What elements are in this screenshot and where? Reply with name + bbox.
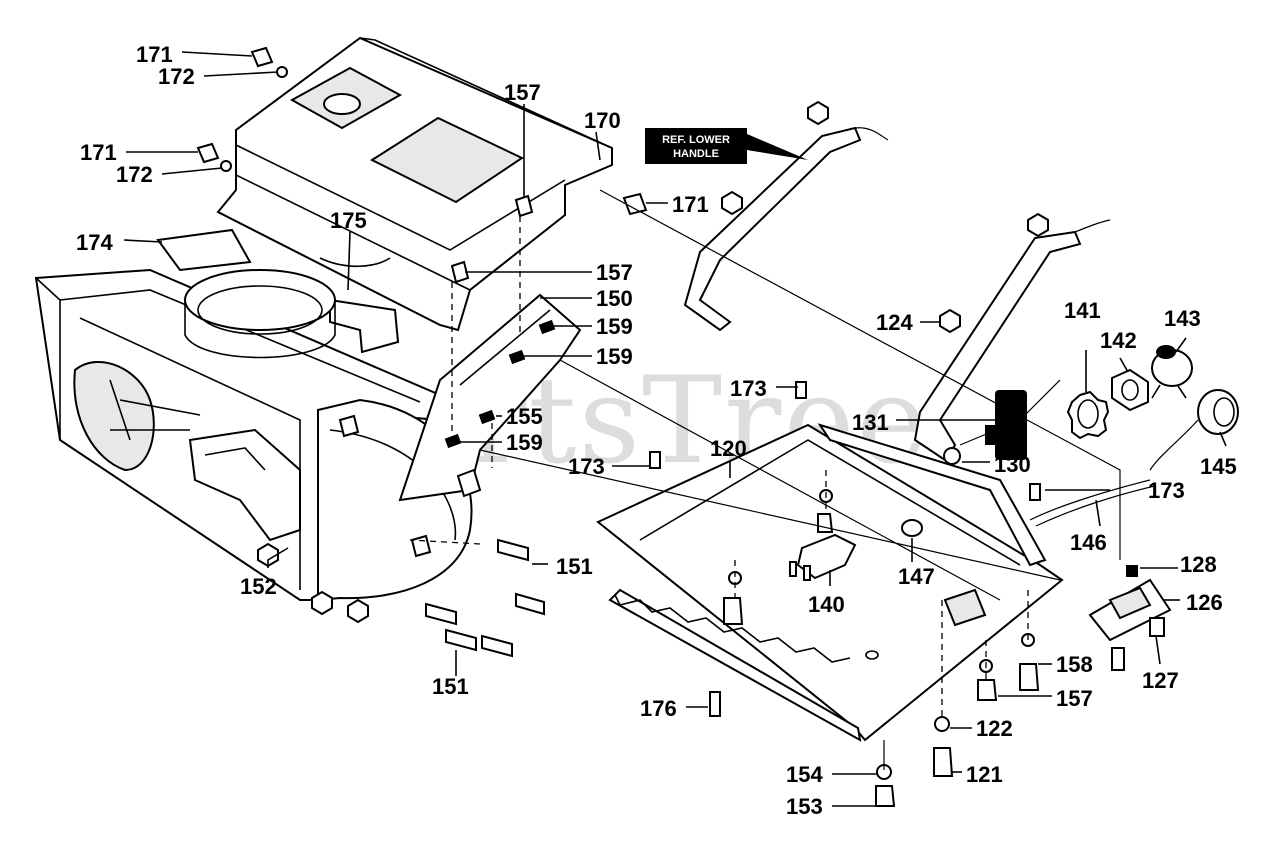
- callout-leader-lines: [123, 51, 1227, 807]
- auger-housing-drawing: [34, 268, 473, 602]
- part-label-151: 151: [556, 554, 593, 579]
- primer-button-drawing: [1149, 389, 1239, 471]
- ignition-key-drawing: [1151, 345, 1193, 399]
- assembly-guide-lines: [409, 189, 1121, 770]
- reference-note-line1: REF. LOWER: [662, 134, 730, 146]
- part-label-154: 154: [786, 762, 823, 787]
- reference-note-box: REF. LOWER HANDLE: [645, 128, 808, 164]
- part-number-labels: 171 172 171 172 171 170 157 175 174 157 …: [76, 42, 1237, 819]
- part-label-141: 141: [1064, 298, 1101, 323]
- part-label-173: 173: [568, 454, 605, 479]
- part-label-171: 171: [136, 42, 173, 67]
- part-label-159: 159: [506, 430, 543, 455]
- part-label-172: 172: [116, 162, 153, 187]
- cable-drawing: [1029, 479, 1156, 527]
- part-label-173: 173: [1148, 478, 1185, 503]
- part-label-173: 173: [730, 376, 767, 401]
- part-label-128: 128: [1180, 552, 1217, 577]
- part-label-157: 157: [504, 80, 541, 105]
- lockwasher-drawing: [1066, 390, 1110, 440]
- switch-assembly-drawing: [789, 533, 857, 581]
- part-label-152: 152: [240, 574, 277, 599]
- part-label-170: 170: [584, 108, 621, 133]
- part-label-151: 151: [432, 674, 469, 699]
- part-label-142: 142: [1100, 328, 1137, 353]
- part-label-130: 130: [994, 452, 1031, 477]
- part-label-175: 175: [330, 208, 367, 233]
- part-label-155: 155: [506, 404, 543, 429]
- chute-deflector-drawing: [156, 228, 400, 354]
- part-label-127: 127: [1142, 668, 1179, 693]
- fasteners-drawing: [196, 46, 1165, 807]
- part-label-159: 159: [596, 344, 633, 369]
- part-label-126: 126: [1186, 590, 1223, 615]
- part-label-158: 158: [1056, 652, 1093, 677]
- part-label-176: 176: [640, 696, 677, 721]
- part-label-174: 174: [76, 230, 113, 255]
- switch-bracket-drawing: [1088, 565, 1172, 642]
- part-label-131: 131: [852, 410, 889, 435]
- part-label-122: 122: [976, 716, 1013, 741]
- part-label-140: 140: [808, 592, 845, 617]
- housing-cover-drawing: [216, 36, 613, 332]
- nut-drawing: [1111, 368, 1149, 412]
- part-label-172: 172: [158, 64, 195, 89]
- reference-note-line2: HANDLE: [673, 148, 719, 160]
- part-label-145: 145: [1200, 454, 1237, 479]
- part-label-159: 159: [596, 314, 633, 339]
- part-label-120: 120: [710, 436, 747, 461]
- part-label-143: 143: [1164, 306, 1201, 331]
- part-label-121: 121: [966, 762, 1003, 787]
- part-label-150: 150: [596, 286, 633, 311]
- part-label-146: 146: [1070, 530, 1107, 555]
- part-label-124: 124: [876, 310, 913, 335]
- lower-handle-drawing: [683, 126, 1111, 465]
- part-label-171: 171: [672, 192, 709, 217]
- part-label-153: 153: [786, 794, 823, 819]
- part-label-171: 171: [80, 140, 117, 165]
- part-label-157: 157: [1056, 686, 1093, 711]
- part-label-147: 147: [898, 564, 935, 589]
- part-label-157: 157: [596, 260, 633, 285]
